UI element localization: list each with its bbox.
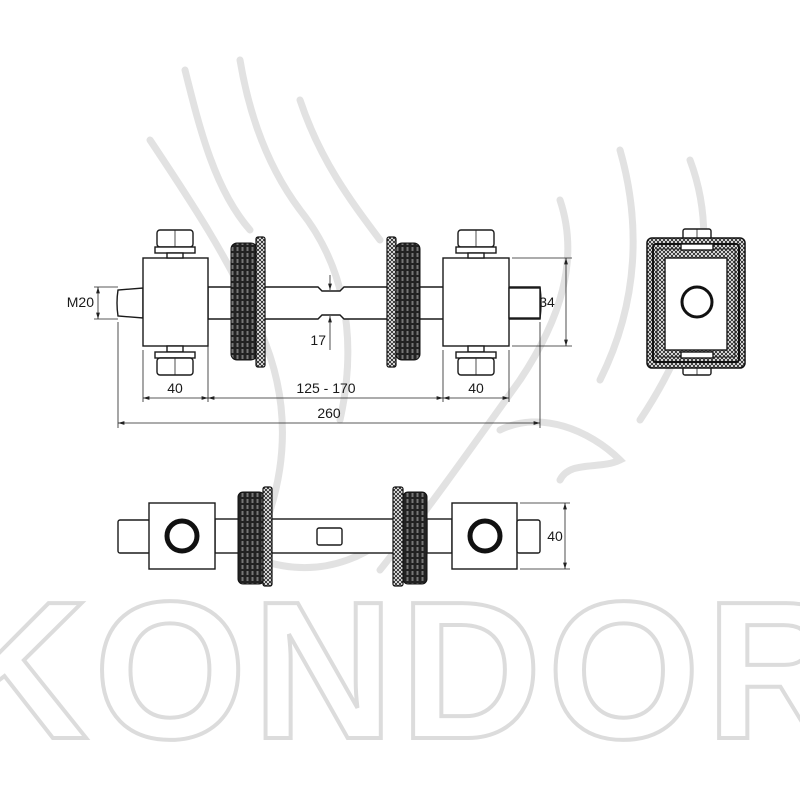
dim-overall-length: 260 [317,405,341,421]
left-clamp-block [142,257,209,347]
dimensions-bottom: 40 [520,502,570,570]
right-rubber-disc [395,242,421,361]
left-plate [255,236,266,368]
right-plate [386,236,397,368]
right-stub [508,287,541,319]
brand-watermark: KONDOR [0,561,800,780]
side-view [646,228,746,376]
top-view [116,229,542,376]
dim-adjust-range: 125 - 170 [296,380,355,396]
dimensions-top: M20 17 34 40 125 - 170 40 260 [67,257,572,428]
left-rubber-disc [230,242,258,361]
right-clamp-block [442,257,510,347]
bottom-view [117,486,541,587]
dim-thread: M20 [67,294,94,310]
bolt-icon [154,229,497,376]
dim-block-height: 34 [539,294,555,310]
dim-bottom-block: 40 [547,528,563,544]
dim-left-block: 40 [167,380,183,396]
left-threaded-stub [116,287,144,319]
flat-key-slot [316,527,343,546]
dim-right-block: 40 [468,380,484,396]
dim-neck: 17 [310,332,326,348]
